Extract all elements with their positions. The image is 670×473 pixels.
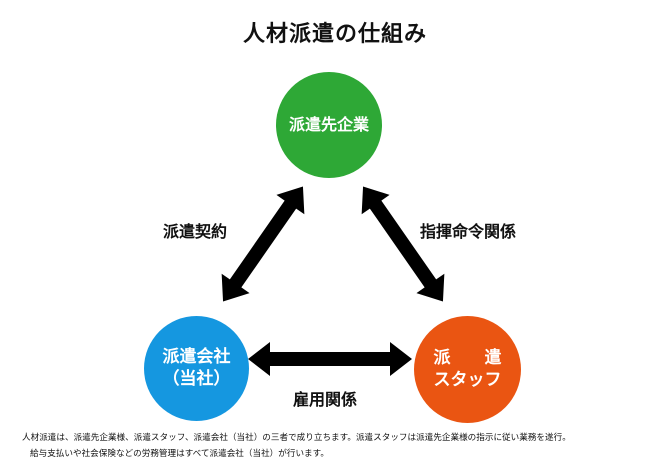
client-company-node: 派遣先企業 xyxy=(276,72,382,178)
explanation-line-2: 給与支払いや社会保険などの労務管理はすべて派遣会社（当社）が行います。 xyxy=(30,449,329,459)
dispatch-staff-label-bottom: スタッフ xyxy=(433,369,502,390)
explanation-line-1: 人材派遣は、派遣先企業様、派遣スタッフ、派遣会社（当社）の三者で成り立ちます。派… xyxy=(22,433,571,443)
command-relation-arrow xyxy=(361,186,445,302)
dispatch-staff-label-top: 派 遣 xyxy=(433,348,502,369)
dispatch-agency-node: 派遣会社 （当社） xyxy=(144,316,249,421)
dispatch-contract-arrow xyxy=(221,186,305,302)
employment-relation-label: 雇用関係 xyxy=(293,390,358,409)
dispatch-agency-label: 派遣会社 xyxy=(162,347,231,368)
explanation-note: 人材派遣は、派遣先企業様、派遣スタッフ、派遣会社（当社）の三者で成り立ちます。派… xyxy=(22,430,662,462)
dispatch-agency-sublabel: （当社） xyxy=(162,368,231,389)
employment-relation-arrow xyxy=(248,342,412,376)
diagram-title: 人材派遣の仕組み xyxy=(242,22,427,47)
dispatch-contract-label: 派遣契約 xyxy=(163,222,228,241)
client-company-label: 派遣先企業 xyxy=(288,115,369,134)
dispatch-staff-node: 派 遣 スタッフ xyxy=(414,316,521,423)
command-relation-label: 指揮命令関係 xyxy=(420,222,517,241)
